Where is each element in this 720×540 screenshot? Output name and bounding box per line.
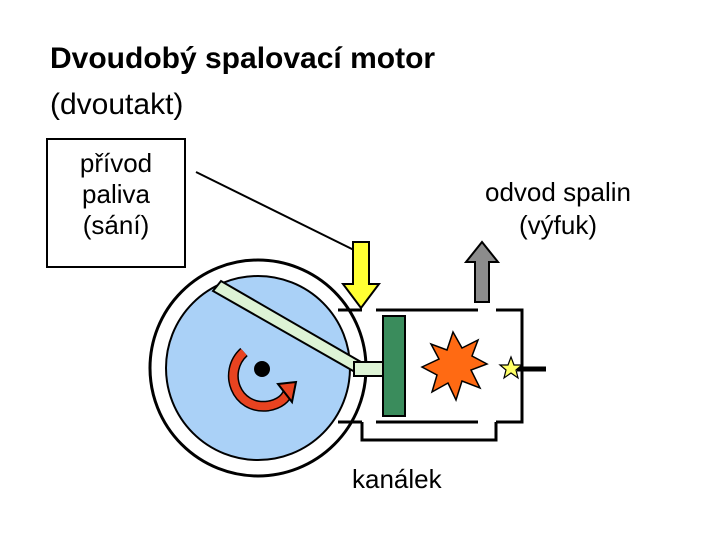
spark-icon [498,355,524,380]
intake-label-box: přívod paliva (sání) [46,138,186,268]
intake-arrow [341,241,381,310]
rotation-arrow-icon [227,347,298,412]
intake-label: přívod paliva (sání) [79,148,153,241]
exhaust-arrow [463,240,501,303]
piston [382,315,406,417]
diagram-title: Dvoudobý spalovací motor [50,42,436,75]
crank-pivot [254,361,270,377]
diagram-subtitle: (dvoutakt) [50,88,184,121]
piston-pin-rod [353,361,385,377]
intake-pointer-line [195,171,359,253]
transfer-channel [360,422,498,442]
explosion-icon [420,330,489,403]
exhaust-label: odvod spalin (výfuk) [485,177,631,240]
channel-label: kanálek [352,464,442,494]
cylinder-wall [338,308,524,424]
